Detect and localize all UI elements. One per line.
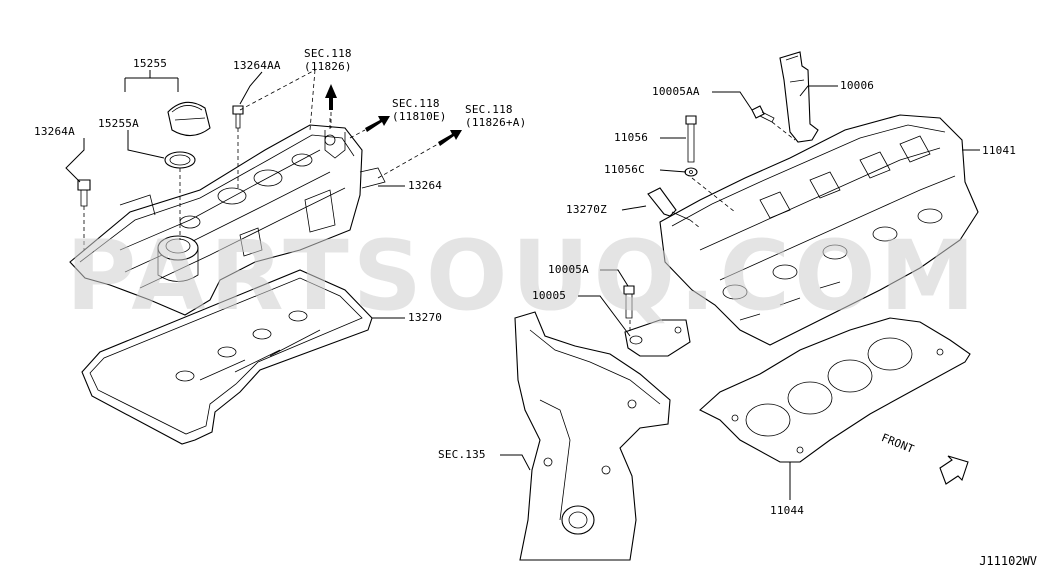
label-sec118-11826[interactable]: SEC.118 <box>304 47 352 60</box>
timing-case-sec135[interactable] <box>514 311 671 561</box>
bolt-10005a[interactable] <box>623 285 635 319</box>
part-13270z[interactable] <box>647 187 691 221</box>
cylinder-head-11041[interactable] <box>659 114 979 346</box>
label-11056[interactable]: 11056 <box>614 131 649 144</box>
oring-15255a[interactable] <box>164 151 196 169</box>
bracket-10005[interactable] <box>624 319 691 357</box>
label-sec118-11810e[interactable]: SEC.118 <box>392 97 440 110</box>
label-sec118-11826a-ref[interactable]: (11826+A) <box>465 116 527 129</box>
label-10005a[interactable]: 10005A <box>548 263 589 276</box>
label-11044[interactable]: 11044 <box>770 504 805 517</box>
label-sec118-11826-ref[interactable]: (11826) <box>304 60 352 73</box>
diagram-code: J11102WV <box>979 554 1037 568</box>
label-11056c[interactable]: 11056C <box>604 163 645 176</box>
gasket-13270[interactable] <box>81 269 373 445</box>
watermark: PARTSOUQ.COM <box>65 220 980 332</box>
bolt-10005aa[interactable] <box>751 105 775 123</box>
label-13264aa[interactable]: 13264AA <box>233 59 281 72</box>
oil-cap-15255[interactable] <box>167 101 211 137</box>
sec118-arrow-up <box>325 84 337 128</box>
label-15255[interactable]: 15255 <box>133 57 168 70</box>
label-sec118-11810e-ref[interactable]: (11810E) <box>392 110 447 123</box>
washer-11056c[interactable] <box>684 167 698 177</box>
label-13270z[interactable]: 13270Z <box>566 203 607 216</box>
label-15255a[interactable]: 15255A <box>98 117 139 130</box>
label-11041[interactable]: 11041 <box>982 144 1017 157</box>
valve-cover-13264[interactable] <box>69 124 386 316</box>
label-10005[interactable]: 10005 <box>532 289 567 302</box>
sec118-arrow-right-2 <box>377 130 462 179</box>
label-13264[interactable]: 13264 <box>408 179 443 192</box>
bracket-10006[interactable] <box>779 51 819 143</box>
label-13270[interactable]: 13270 <box>408 311 443 324</box>
front-arrow-icon <box>939 455 969 485</box>
sec118-arrow-right-1 <box>349 116 390 139</box>
label-sec118-11826a[interactable]: SEC.118 <box>465 103 513 116</box>
bolt-11056[interactable] <box>685 115 697 163</box>
bolt-13264a[interactable] <box>77 179 91 207</box>
label-13264a[interactable]: 13264A <box>34 125 75 138</box>
label-sec135[interactable]: SEC.135 <box>438 448 486 461</box>
label-10005aa[interactable]: 10005AA <box>652 85 700 98</box>
head-gasket-11044[interactable] <box>699 317 971 463</box>
label-10006[interactable]: 10006 <box>840 79 875 92</box>
